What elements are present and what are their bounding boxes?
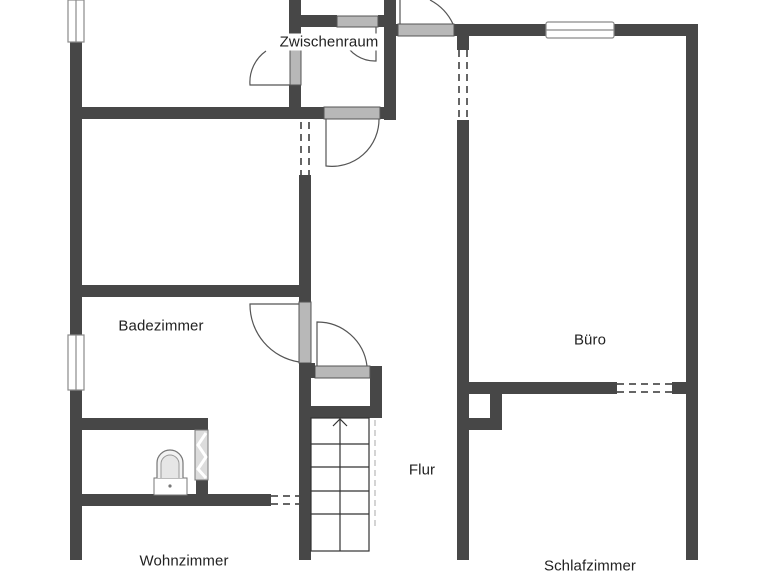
wall-buero-left-top bbox=[457, 24, 469, 50]
radiator-icon bbox=[194, 429, 209, 481]
room-label-badezimmer: Badezimmer bbox=[118, 317, 204, 335]
opening-buero-bottom bbox=[617, 382, 672, 394]
opening-buero-left bbox=[457, 50, 469, 120]
room-label-schlafzimmer: Schlafzimmer bbox=[543, 557, 637, 575]
wall-buero-left bbox=[457, 120, 469, 560]
staircase[interactable] bbox=[310, 417, 376, 552]
wall-shaft-bottom bbox=[457, 418, 502, 430]
wall-entry-l bbox=[384, 24, 398, 36]
wall-wc-top bbox=[70, 418, 208, 430]
window-left-bad bbox=[67, 334, 85, 391]
wall-buero-bottom bbox=[457, 382, 617, 394]
room-label-flur: Flur bbox=[408, 461, 436, 479]
wall-h-107 bbox=[70, 107, 324, 119]
window-left-top bbox=[67, 0, 85, 43]
room-label-wohnzimmer: Wohnzimmer bbox=[139, 552, 229, 570]
toilet-icon bbox=[153, 449, 188, 496]
wall-zw-right bbox=[384, 0, 396, 120]
floor-plan bbox=[67, 0, 698, 560]
wall-left-lower bbox=[70, 390, 82, 560]
opening-wohn-top bbox=[271, 494, 299, 506]
wall-zw-left-bottom bbox=[289, 85, 301, 119]
wall-stub bbox=[672, 382, 686, 394]
walls bbox=[70, 0, 698, 560]
wall-h-285 bbox=[70, 285, 311, 297]
wall-landing-bottom bbox=[299, 406, 382, 418]
stairs-arrow-up-icon bbox=[332, 418, 348, 427]
wall-zw-bottom-r bbox=[380, 107, 396, 119]
wall-buero-top-right bbox=[614, 24, 698, 36]
wall-buero-top-left bbox=[454, 24, 546, 36]
wall-landing-left bbox=[299, 363, 315, 378]
windows bbox=[67, 0, 615, 391]
wall-mid-upper bbox=[299, 175, 311, 296]
wall-landing-right bbox=[370, 366, 382, 418]
wall-right bbox=[686, 24, 698, 560]
door-badezimmer[interactable] bbox=[249, 301, 312, 364]
opening-mid-upper bbox=[299, 119, 311, 175]
wall-zw-top bbox=[289, 15, 337, 27]
door-zw-bottom[interactable] bbox=[323, 106, 381, 167]
door-entry[interactable] bbox=[397, 0, 455, 37]
openings bbox=[271, 50, 672, 506]
room-label-zwischenraum: Zwischenraum bbox=[277, 33, 381, 51]
wall-mid-lower bbox=[299, 363, 311, 560]
room-label-buero: Büro bbox=[573, 331, 607, 349]
window-buero-top bbox=[545, 21, 615, 39]
wall-wc-bottom bbox=[70, 494, 271, 506]
